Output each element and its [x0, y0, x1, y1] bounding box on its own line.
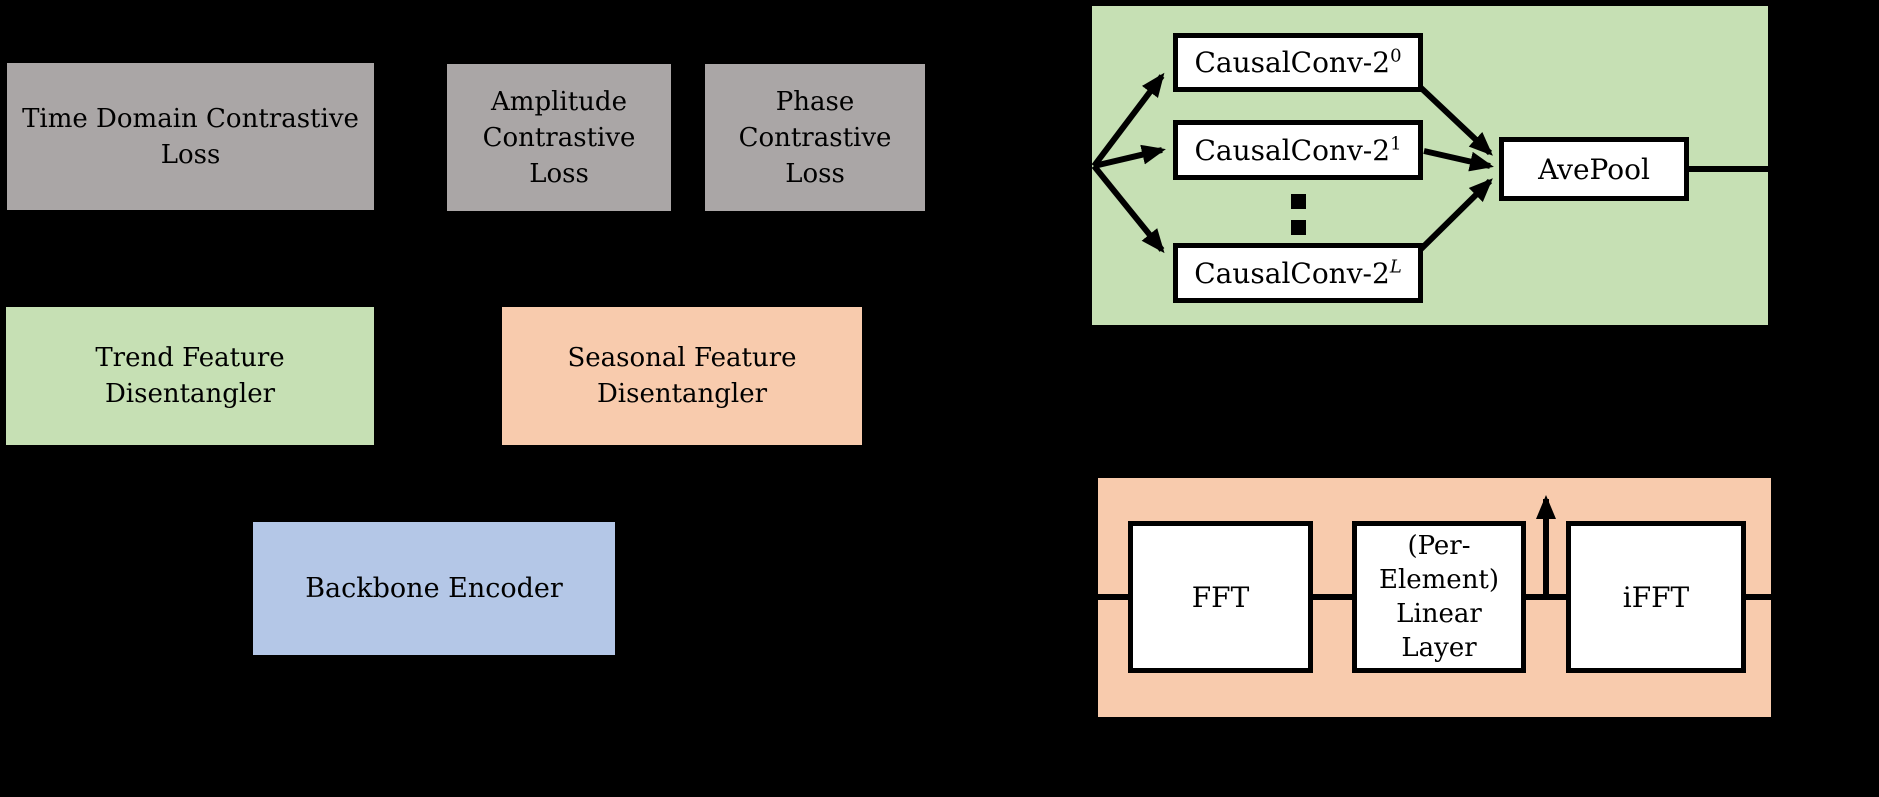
ifft-box: iFFT: [1566, 521, 1746, 673]
box-label-line: Phase: [775, 86, 855, 117]
box-label-line: Linear: [1396, 599, 1482, 629]
box-label: FFT: [1191, 580, 1250, 614]
box-label: iFFT: [1622, 580, 1690, 614]
per-element-linear-layer-box: (Per- Element) Linear Layer: [1352, 521, 1526, 673]
box-label-line: Loss: [529, 158, 589, 189]
exponent: L: [1389, 256, 1402, 278]
box-label-line: Loss: [785, 158, 845, 189]
exponent: 0: [1390, 45, 1402, 67]
trend-feature-disentangler-box: Trend Feature Disentangler: [6, 307, 374, 445]
fft-box: FFT: [1128, 521, 1313, 673]
box-label-line: Disentangler: [596, 379, 768, 409]
box-label-line: Time Domain Contrastive: [22, 103, 359, 134]
exponent: 1: [1390, 133, 1402, 155]
box-label-line: Seasonal Feature: [567, 343, 797, 373]
phase-contrastive-loss-box: Phase Contrastive Loss: [705, 64, 925, 211]
box-label-line: Element): [1378, 565, 1500, 595]
box-label-line: Backbone Encoder: [305, 572, 563, 604]
avepool-box: AvePool: [1499, 137, 1689, 201]
seasonal-feature-disentangler-box: Seasonal Feature Disentangler: [502, 307, 862, 445]
backbone-encoder-box: Backbone Encoder: [253, 522, 615, 655]
causalconv-1-box: CausalConv-21: [1173, 120, 1423, 180]
box-label-line: Contrastive: [738, 122, 892, 153]
amplitude-contrastive-loss-box: Amplitude Contrastive Loss: [447, 64, 671, 211]
box-label: AvePool: [1538, 152, 1650, 186]
box-label-line: Layer: [1401, 633, 1477, 663]
box-label: CausalConv-2L: [1194, 256, 1402, 290]
box-label-line: Disentangler: [104, 379, 276, 409]
box-label-line: Contrastive: [482, 122, 636, 153]
time-domain-contrastive-loss-box: Time Domain Contrastive Loss: [7, 63, 374, 210]
box-label: CausalConv-20: [1194, 45, 1402, 79]
box-label-line: (Per-: [1407, 531, 1471, 561]
box-label: CausalConv-21: [1194, 133, 1402, 167]
causalconv-0-box: CausalConv-20: [1173, 33, 1423, 92]
box-label-line: Loss: [160, 139, 221, 170]
box-label-line: Amplitude: [491, 86, 627, 117]
causalconv-L-box: CausalConv-2L: [1173, 243, 1423, 303]
box-label-line: Trend Feature: [95, 343, 285, 373]
